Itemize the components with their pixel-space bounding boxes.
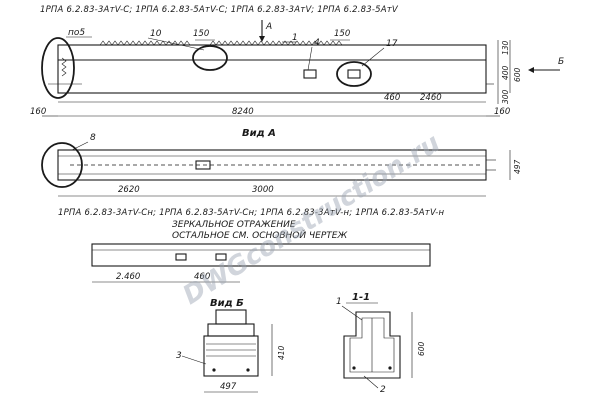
- dim-600b: 600: [417, 341, 426, 356]
- mirror-part-2: [215, 253, 227, 261]
- dim-130: 130: [501, 40, 510, 55]
- callout-1-top: 1: [292, 33, 298, 43]
- view-b-body: [203, 335, 259, 377]
- leader-10: [147, 37, 205, 51]
- beam-body: [57, 44, 487, 94]
- view-a-body: [57, 149, 487, 181]
- dim-8240: 8240: [232, 107, 254, 117]
- callout-3: 3: [176, 351, 182, 361]
- view-arrow-b-head: [528, 67, 534, 73]
- dim-150b: 150: [334, 29, 350, 39]
- callout-s1: 1: [336, 297, 342, 307]
- dim-2620: 2620: [118, 185, 140, 195]
- callout-17: 17: [386, 39, 398, 49]
- view-b-rebar2: [246, 368, 250, 372]
- callout-s2: 2: [380, 385, 386, 395]
- dim-460b: 460: [194, 272, 210, 282]
- main-elevation: [41, 37, 494, 99]
- view-arrow-a-label: А: [265, 22, 272, 32]
- view-b-title: Вид Б: [210, 298, 244, 309]
- section-title: 1-1: [352, 292, 370, 303]
- title-middle: 1РПА 6.2.83-3АтV-Сн; 1РПА 6.2.83-5АтV-Сн…: [58, 208, 444, 218]
- dim-460a: 460: [384, 93, 400, 103]
- end-detail-8: [41, 142, 83, 188]
- dim-497b: 497: [220, 382, 237, 392]
- dim-497a: 497: [513, 159, 522, 174]
- leader-3: [181, 355, 207, 365]
- mirror-part-1: [175, 253, 187, 261]
- leader-s2: [363, 375, 379, 389]
- loop-marks-right: [209, 40, 343, 46]
- section-rebar-cage: [349, 317, 395, 373]
- view-b-top-block: [215, 309, 247, 325]
- section-rebar2: [388, 366, 392, 370]
- title-rest: ОСТАЛЬНОЕ СМ. ОСНОВНОЙ ЧЕРТЕЖ: [172, 229, 347, 241]
- spring-left: [61, 57, 67, 77]
- mirror-body: [91, 243, 431, 267]
- section-1-1: [343, 311, 401, 379]
- dim-2460a: 2460: [420, 93, 442, 103]
- view-a-plan: [41, 142, 496, 188]
- mirror-elevation: [91, 243, 431, 267]
- dim-410: 410: [277, 345, 286, 360]
- dim-400: 400: [501, 65, 510, 80]
- dim-2460b: 2.460: [116, 272, 140, 282]
- callout-ellipse-17: [336, 61, 372, 87]
- view-a-part: [195, 160, 211, 170]
- callout-8: 8: [90, 133, 96, 143]
- view-b-neck: [207, 323, 255, 337]
- view-arrow-a-head: [259, 36, 265, 42]
- view-b-section: [203, 309, 259, 377]
- callout-ellipse-10: [192, 45, 228, 71]
- section-outline: [343, 311, 401, 379]
- view-arrow-b-label: Б: [558, 57, 564, 67]
- dim-3000: 3000: [252, 185, 274, 195]
- callout-4: 4: [314, 38, 320, 48]
- loop-marks-left: [99, 40, 191, 46]
- callout-10: 10: [150, 29, 162, 39]
- view-b-rebar1: [212, 368, 216, 372]
- title-mirror: ЗЕРКАЛЬНОЕ ОТРАЖЕНИЕ: [172, 220, 296, 230]
- view-a-title: Вид А: [242, 128, 276, 139]
- end-detail-left: [41, 37, 75, 99]
- leader-s1: [341, 305, 363, 321]
- dim-160-left: 160: [30, 107, 46, 117]
- dim-300: 300: [501, 89, 510, 104]
- dim-160-right: 160: [494, 107, 510, 117]
- embedded-part-4: [303, 69, 317, 79]
- title-top: 1РПА 6.2.83-3АтV-С; 1РПА 6.2.83-5АтV-С; …: [40, 5, 399, 15]
- leader-8: [71, 141, 89, 151]
- dim-600a: 600: [513, 67, 522, 82]
- section-rebar1: [352, 366, 356, 370]
- leader-4: [307, 46, 313, 71]
- dim-150a: 150: [193, 29, 209, 39]
- leader-17: [361, 47, 385, 67]
- embedded-part-17: [347, 69, 361, 79]
- callout-pos5: по5: [68, 28, 85, 38]
